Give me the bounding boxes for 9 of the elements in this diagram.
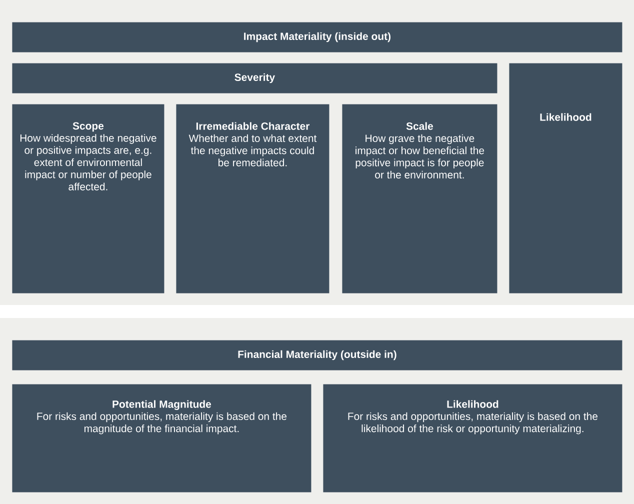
heading-bar: Financial Materiality (outside in) — [12, 340, 622, 370]
info-box: Scale How grave the negative impact or how beneficial the positive impact is for people or the environment. — [342, 104, 498, 294]
heading-bar: Severity — [12, 63, 498, 94]
info-box: Potential Magnitude For risks and opportunities, materiality is based on the magnitude of the financial impact. — [12, 384, 312, 492]
info-box: Irremediable Character Whether and to what extent the negative impacts could be remediated. — [176, 104, 330, 294]
info-box: Scope How widespread the negative or positive impacts are, e.g. extent of environmental impact or number of people affected. — [12, 104, 164, 294]
info-box: Likelihood For risks and opportunities, materiality is based on the likelihood of the risk or opportunity materializing. — [323, 384, 622, 492]
info-box: Likelihood — [509, 63, 622, 294]
heading-bar: Impact Materiality (inside out) — [12, 22, 622, 52]
